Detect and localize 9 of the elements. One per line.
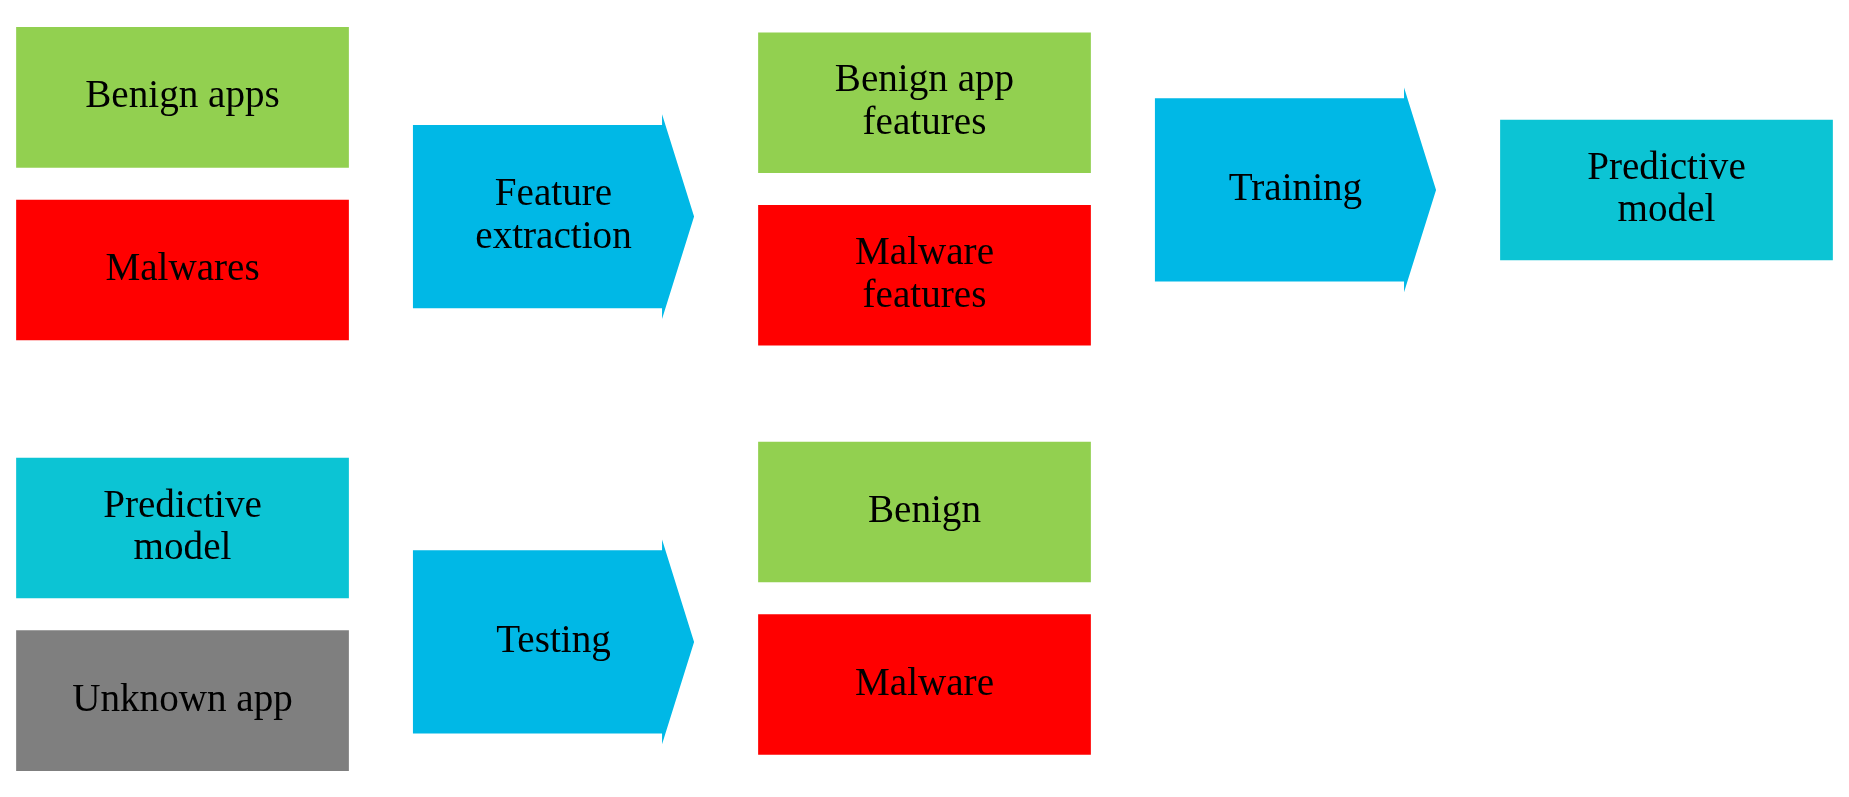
node-box: Malware features	[758, 204, 1091, 346]
node-box: Benign	[758, 441, 1091, 582]
node-box: Predictive model	[16, 457, 349, 598]
node-box: Benign app features	[758, 31, 1091, 173]
node-box: Malware	[758, 613, 1091, 755]
node-box: Predictive model	[1500, 119, 1833, 260]
node-box: Benign apps	[16, 26, 349, 168]
node-box: Malwares	[16, 199, 349, 340]
node-box: Unknown app	[16, 629, 349, 771]
